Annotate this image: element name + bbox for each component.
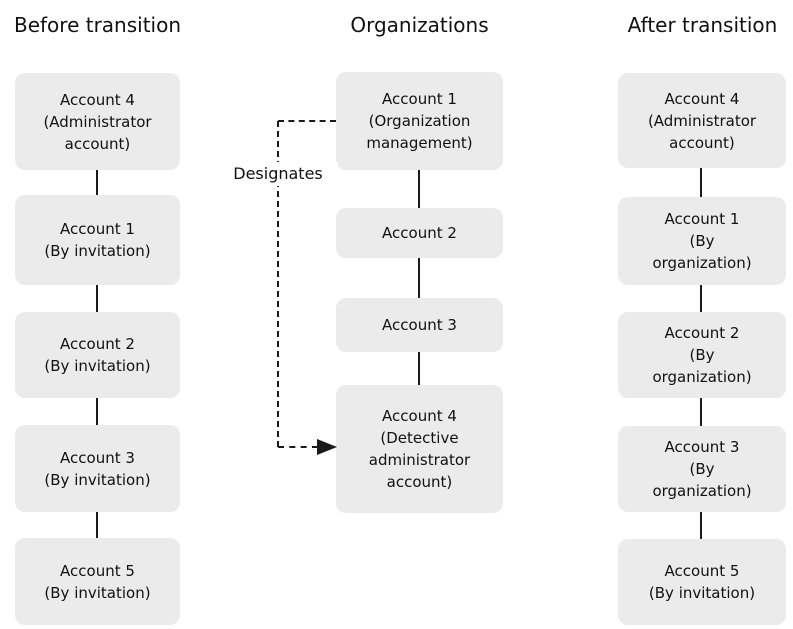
- node-before-account-2: Account 2 (By invitation): [15, 312, 180, 398]
- connector-line: [418, 258, 420, 298]
- designates-label: Designates: [218, 162, 338, 186]
- node-before-account-3: Account 3 (By invitation): [15, 425, 180, 512]
- column-title-organizations: Organizations: [350, 13, 489, 37]
- designates-dashed-line-bottom: [278, 446, 318, 448]
- connector-line: [418, 170, 420, 208]
- node-before-account-4: Account 4 (Administrator account): [15, 73, 180, 170]
- node-after-account-5: Account 5 (By invitation): [618, 539, 786, 625]
- connector-line: [96, 170, 98, 195]
- node-after-account-4: Account 4 (Administrator account): [618, 73, 786, 168]
- connector-line: [700, 285, 702, 312]
- connector-line: [700, 512, 702, 539]
- connector-line: [96, 285, 98, 312]
- node-after-account-3: Account 3 (By organization): [618, 426, 786, 512]
- node-before-account-5: Account 5 (By invitation): [15, 538, 180, 625]
- node-org-account-2: Account 2: [336, 208, 503, 258]
- node-after-account-2: Account 2 (By organization): [618, 312, 786, 398]
- column-title-before-transition: Before transition: [13, 13, 182, 37]
- connector-line: [700, 168, 702, 197]
- connector-line: [700, 398, 702, 426]
- node-org-account-1: Account 1 (Organization management): [336, 72, 503, 170]
- node-after-account-1: Account 1 (By organization): [618, 197, 786, 285]
- connector-line: [418, 352, 420, 385]
- connector-line: [96, 512, 98, 538]
- connector-line: [96, 398, 98, 425]
- arrowhead-icon: [317, 439, 337, 455]
- column-title-after-transition: After transition: [627, 13, 778, 37]
- designates-dashed-line-vertical: [277, 121, 279, 447]
- designates-dashed-line-top: [278, 120, 336, 122]
- node-before-account-1: Account 1 (By invitation): [15, 195, 180, 285]
- node-org-account-3: Account 3: [336, 298, 503, 352]
- node-org-account-4: Account 4 (Detective administrator accou…: [336, 385, 503, 513]
